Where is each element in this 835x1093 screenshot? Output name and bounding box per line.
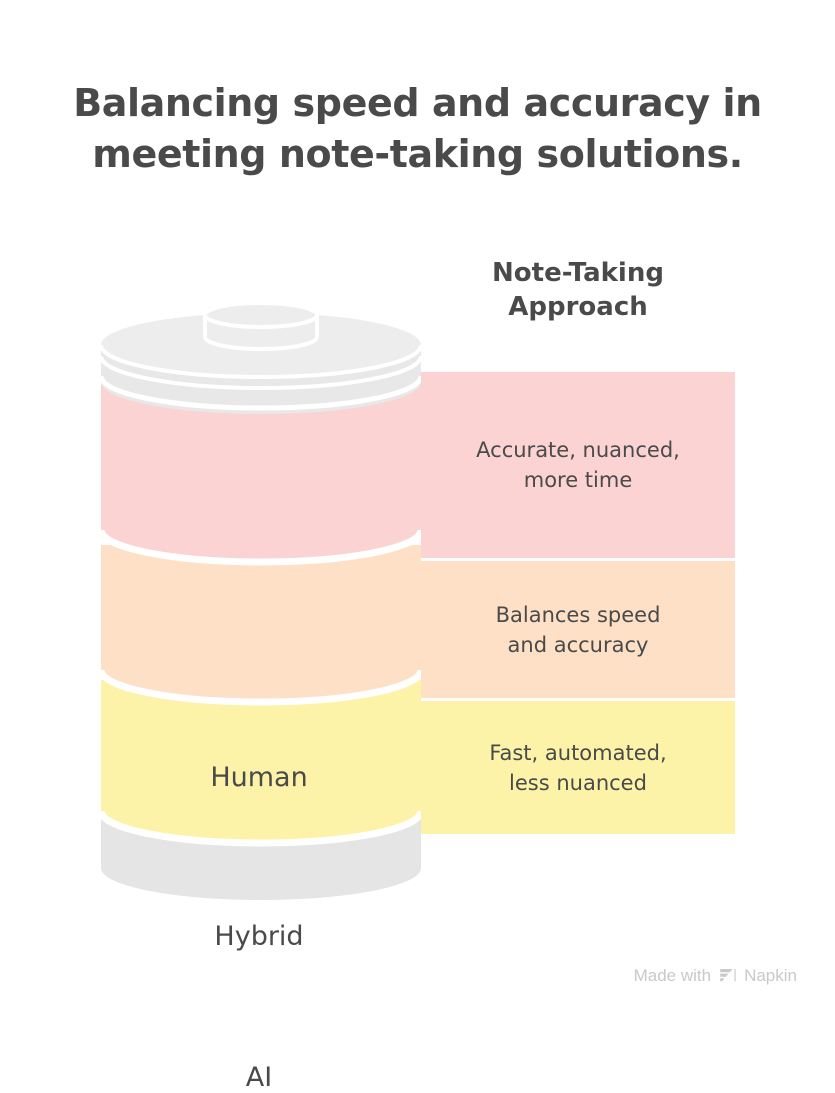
approach-panel-text-human: Accurate, nuanced, more time [476, 438, 680, 492]
approach-panel-human: Accurate, nuanced, more time [421, 372, 735, 558]
watermark: Made with Napkin [634, 966, 797, 986]
approach-panel-text-hybrid: Balances speed and accuracy [495, 602, 661, 657]
approach-panel-hybrid: Balances speed and accuracy [421, 561, 735, 698]
battery-graphic [98, 301, 424, 900]
approach-panel-ai: Fast, automated, less nuanced [421, 701, 735, 834]
battery-segment-dividers [101, 529, 421, 847]
battery-top-shell [98, 313, 424, 414]
napkin-logo-icon [718, 968, 737, 985]
battery-chart: Human Hybrid AI [95, 300, 425, 1093]
battery-segment-label-ai: AI [245, 1062, 273, 1093]
page-title: Balancing speed and accuracy in meeting … [73, 81, 762, 176]
battery-segment-ai [101, 680, 421, 843]
battery-segments [101, 360, 421, 843]
battery-segment-hybrid [101, 545, 421, 702]
battery-terminal-nub [203, 301, 319, 351]
approach-panel-text-ai: Fast, automated, less nuanced [489, 740, 667, 795]
column-header-note-taking-approach: Note-Taking Approach [492, 258, 664, 322]
battery-segment-label-human: Human [210, 762, 308, 793]
battery-segment-label-hybrid: Hybrid [214, 921, 304, 952]
watermark-prefix: Made with [633, 966, 712, 985]
watermark-brand: Napkin [744, 966, 797, 985]
battery-segment-human [101, 360, 421, 562]
